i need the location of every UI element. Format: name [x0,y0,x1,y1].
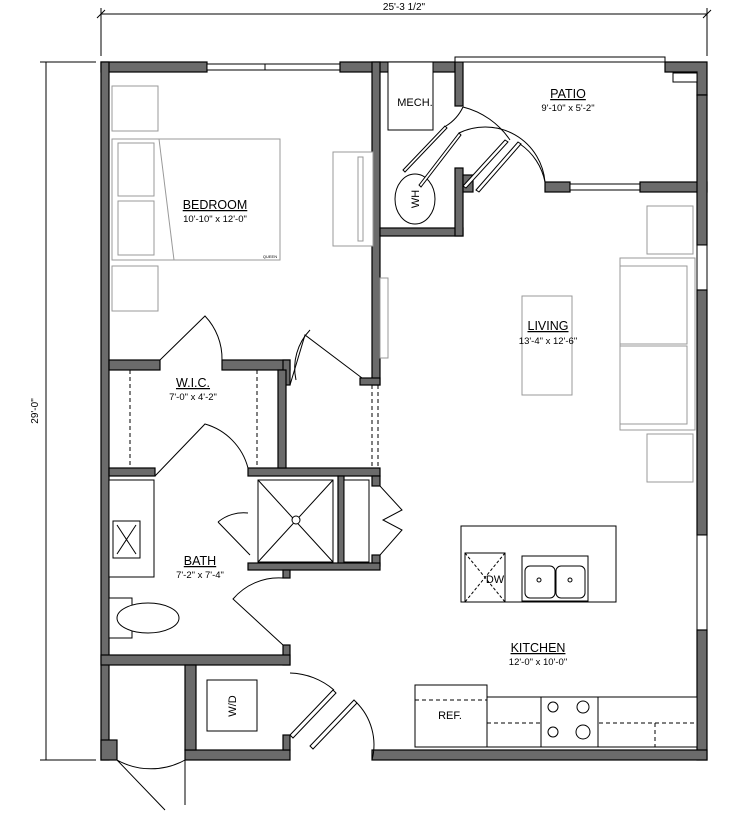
bed-label: QUEEN [263,254,277,259]
overall-width-label: 25'-3 1/2" [383,2,426,13]
bedroom: QUEEN BEDROOM 10'-10" x 12'-0" [111,85,374,386]
dresser [332,151,374,247]
kitchen-size: 12'-0" x 10'-0" [509,657,567,668]
refrigerator-label: REF. [438,710,462,722]
chair [646,205,694,255]
wic-size: 7'-0" x 4'-2" [169,392,217,403]
bath-title: BATH [184,554,216,568]
washer-dryer-label: W/D [227,695,239,716]
laundry: W/D [116,672,375,811]
water-heater-label: WH [410,190,422,208]
wic-title: W.I.C. [176,376,210,390]
patio-title: PATIO [550,87,586,101]
closet [343,479,370,563]
living-room: LIVING 13'-4" x 12'-6" [371,205,696,483]
bedroom-title: BEDROOM [183,198,248,212]
dishwasher-label: DW [486,574,505,586]
chair [646,433,694,483]
tv-console [379,277,389,359]
mech-label: MECH. [397,97,432,109]
kitchen: DW REF. KITCHEN 12'-0" x 10'-0" [414,525,698,748]
depth-dimension: 29'-0" [30,61,96,761]
living-title: LIVING [528,319,569,333]
overall-depth-label: 29'-0" [30,398,41,424]
bedroom-size: 10'-10" x 12'-0" [183,214,247,225]
washer-dryer [206,679,258,732]
walk-in-closet: W.I.C. 7'-0" x 4'-2" [129,370,258,477]
mech-closet: MECH. WH [387,61,436,225]
patio: PATIO 9'-10" x 5'-2" [402,87,595,188]
nightstand [111,265,159,312]
bath-size: 7'-2" x 7'-4" [176,570,224,581]
width-dimension: 25'-3 1/2" [96,2,712,56]
coffee-table [521,295,573,396]
bathroom: BATH 7'-2" x 7'-4" [108,479,403,646]
living-size: 13'-4" x 12'-6" [519,336,577,347]
kitchen-title: KITCHEN [511,641,566,655]
patio-size: 9'-10" x 5'-2" [541,103,594,114]
nightstand [111,85,159,132]
